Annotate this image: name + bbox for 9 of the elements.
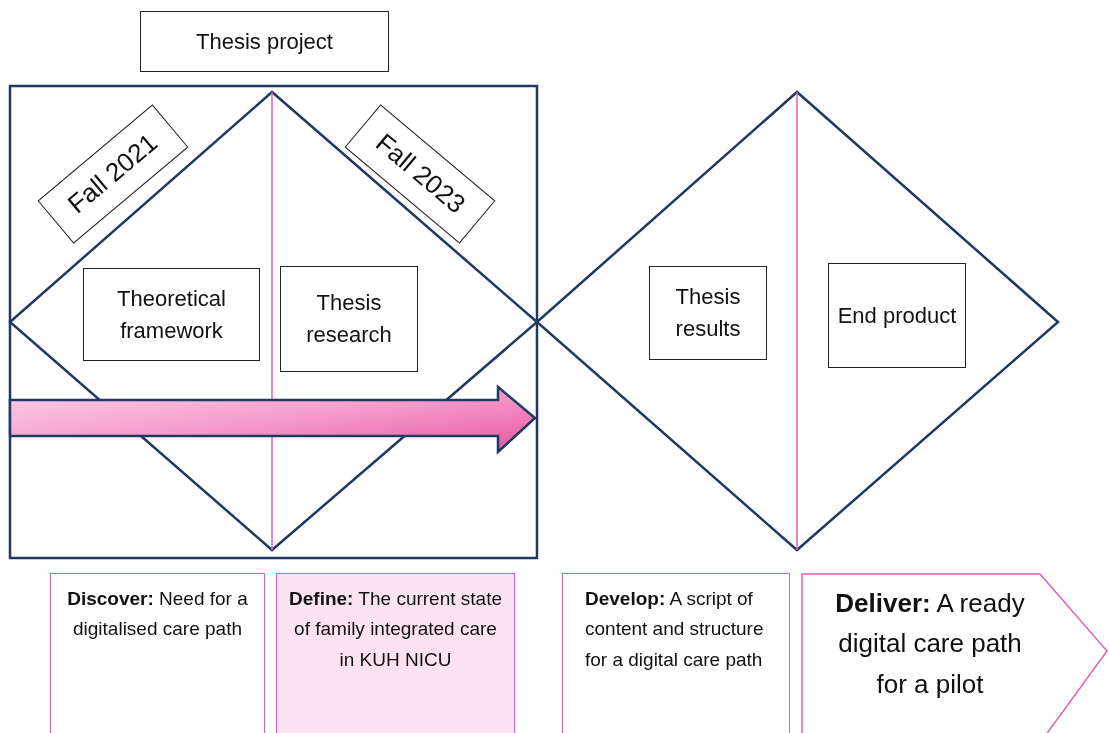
phase-card: Discover: Need for a digitalised care path bbox=[50, 573, 265, 733]
phase-card: Develop: A script of content and structure for a digital care path bbox=[562, 573, 790, 733]
stage-box: Theoretical framework bbox=[83, 268, 260, 361]
stage-box: End product bbox=[828, 263, 966, 368]
phase-card: Define: The current state of family integrated care in KUH NICU bbox=[276, 573, 515, 733]
stage-box: Thesis results bbox=[649, 266, 767, 360]
stage-box: Thesis research bbox=[280, 266, 418, 372]
pentagon-card: Deliver: A ready digital care path for a pilot bbox=[801, 573, 1109, 733]
title-box: Thesis project bbox=[140, 11, 389, 72]
